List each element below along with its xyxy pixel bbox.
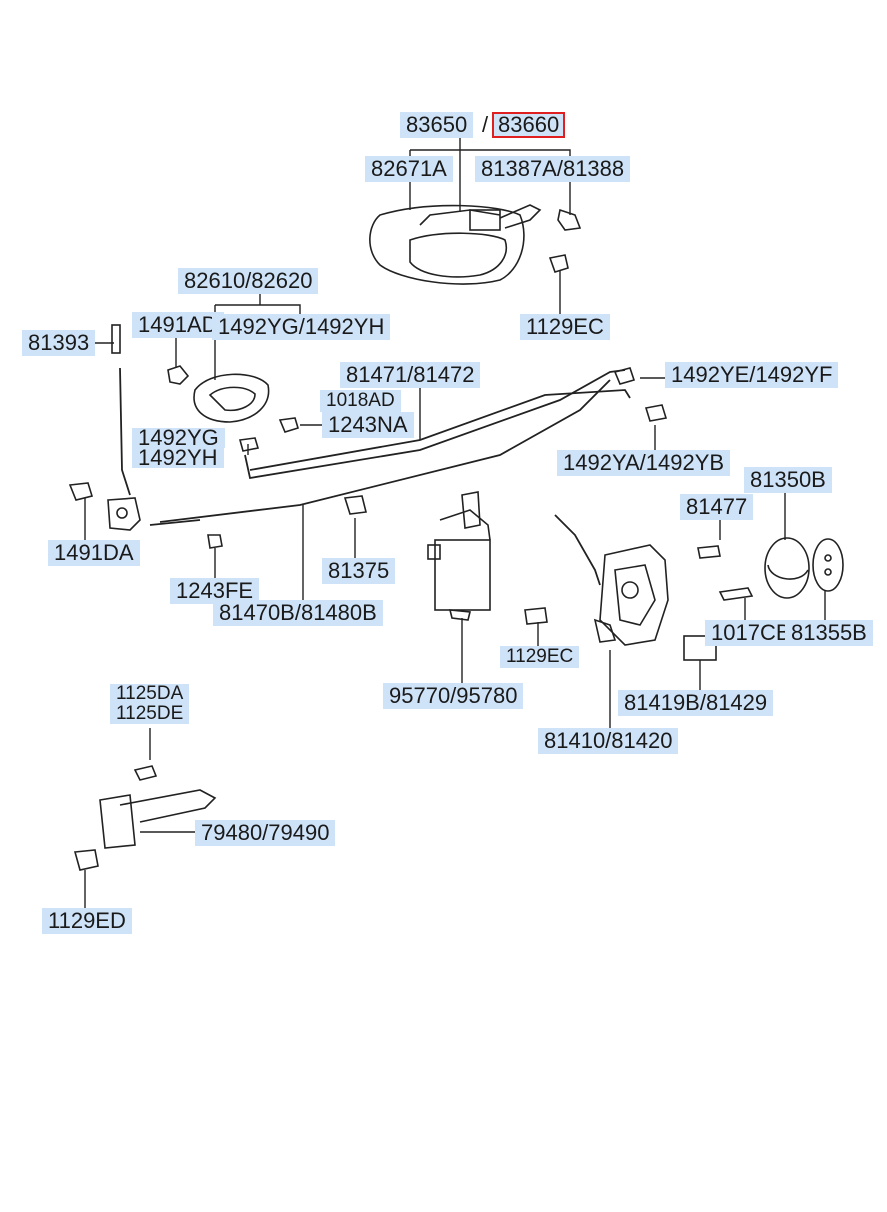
part-number-82671A[interactable]: 82671A [365, 156, 453, 182]
separator-slash: / [482, 112, 489, 137]
striker-drawing [524, 537, 844, 661]
part-number-1129EC-top[interactable]: 1129EC [520, 314, 610, 340]
rod-drawings [119, 367, 631, 586]
part-number-81471-81472[interactable]: 81471/81472 [340, 362, 481, 388]
door-checker-drawing [73, 765, 217, 871]
actuator-drawing [427, 491, 491, 621]
part-number-1129ED[interactable]: 1129ED [42, 908, 132, 934]
part-number-81375[interactable]: 81375 [322, 558, 396, 584]
part-number-81387A-81388[interactable]: 81387A/81388 [475, 156, 631, 182]
inside-handle-drawing [111, 324, 299, 433]
part-number-1492YG-1492YH-top[interactable]: 1492YG/1492YH [212, 314, 391, 340]
bellcrank-drawing [68, 367, 668, 549]
part-number-81419B-81429[interactable]: 81419B/81429 [618, 690, 774, 716]
part-number-1243NA[interactable]: 1243NA [322, 412, 414, 438]
part-number-81393[interactable]: 81393 [22, 330, 96, 356]
part-number-81355B[interactable]: 81355B [785, 620, 873, 646]
part-number-1492YA-1492YB[interactable]: 1492YA/1492YB [557, 450, 731, 476]
door-latch-drawing [593, 544, 669, 646]
part-number-81410-81420[interactable]: 81410/81420 [538, 728, 679, 754]
part-number-1492YG-left[interactable]: 1492YG [132, 427, 225, 449]
part-number-1492YE-1492YF[interactable]: 1492YE/1492YF [665, 362, 839, 388]
part-number-82610-82620[interactable]: 82610/82620 [178, 268, 319, 294]
part-number-81350B[interactable]: 81350B [744, 467, 832, 493]
part-number-83650[interactable]: 83650 [400, 112, 474, 138]
part-number-79480-79490[interactable]: 79480/79490 [195, 820, 336, 846]
part-number-81470B-81480B[interactable]: 81470B/81480B [213, 600, 383, 626]
part-number-95770-95780[interactable]: 95770/95780 [383, 683, 524, 709]
part-number-1492YH-left[interactable]: 1492YH [132, 447, 224, 469]
part-number-1129EC-mid[interactable]: 1129EC [500, 646, 580, 668]
part-number-83660[interactable]: 83660 [492, 112, 566, 138]
part-number-1125DA[interactable]: 1125DA [110, 684, 190, 704]
part-number-81477[interactable]: 81477 [680, 494, 754, 520]
part-number-1491DA[interactable]: 1491DA [48, 540, 140, 566]
part-number-1018AD[interactable]: 1018AD [320, 390, 401, 412]
leader-lines [84, 138, 826, 910]
part-number-1125DE[interactable]: 1125DE [110, 704, 190, 724]
outside-handle-drawing [369, 204, 582, 285]
part-number-1243FE[interactable]: 1243FE [170, 578, 260, 604]
part-number-1017CB[interactable]: 1017CB [705, 620, 797, 646]
part-number-1491AD[interactable]: 1491AD [132, 312, 224, 338]
